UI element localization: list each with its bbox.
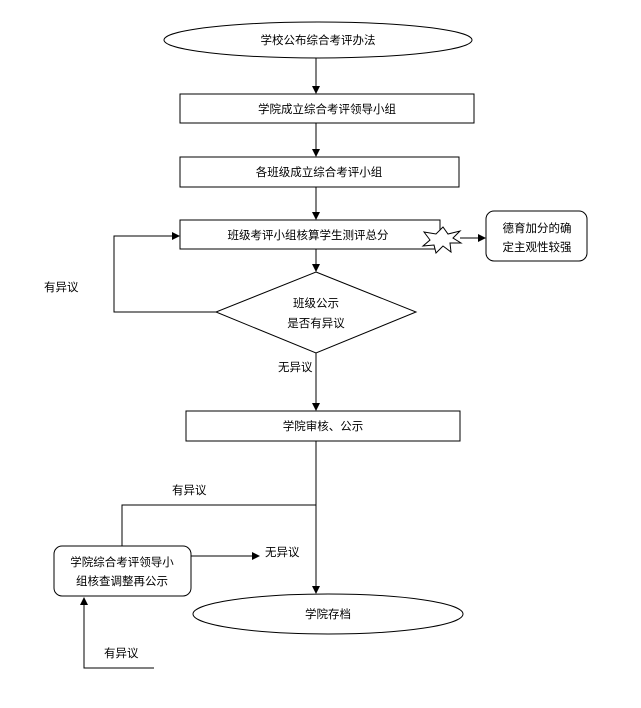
archive-label: 学院存档 [305, 607, 351, 621]
no-objection-right-label: 无异议 [265, 545, 300, 559]
no-objection-label: 无异议 [278, 360, 313, 374]
calculate-node: 班级考评小组核算学生测评总分 [179, 219, 441, 250]
college-group-node: 学院成立综合考评领导小组 [179, 93, 475, 124]
objection-bottom-label: 有异议 [104, 646, 139, 660]
college-review-label: 学院审核、公示 [283, 419, 364, 433]
moral-note-line2: 定主观性较强 [503, 240, 572, 254]
calculate-label: 班级考评小组核算学生测评总分 [228, 228, 389, 242]
college-review-node: 学院审核、公示 [185, 410, 461, 442]
objection-mid-label: 有异议 [172, 483, 207, 497]
moral-note-line1: 德育加分的确 [503, 221, 572, 235]
moral-note-node: 德育加分的确 定主观性较强 [485, 210, 588, 262]
line-objection-to-recheck [121, 504, 316, 546]
burst-connector [421, 226, 463, 254]
loop-objection-back-to-recheck [80, 597, 154, 669]
leader-recheck-node: 学院综合考评领导小 组核查调整再公示 [53, 545, 192, 597]
objection-left-label: 有异议 [44, 280, 79, 294]
class-group-label: 各班级成立综合考评小组 [256, 165, 383, 179]
class-publicity-line2: 是否有异议 [287, 316, 345, 330]
class-publicity-decision: 班级公示 是否有异议 [214, 271, 418, 354]
class-group-node: 各班级成立综合考评小组 [179, 156, 460, 188]
leader-recheck-line1: 学院综合考评领导小 [70, 555, 174, 569]
college-group-label: 学院成立综合考评领导小组 [258, 102, 396, 116]
start-node: 学校公布综合考评办法 [163, 21, 473, 59]
class-publicity-line1: 班级公示 [293, 296, 339, 310]
archive-node: 学院存档 [192, 593, 464, 635]
loop-objection-back-to-calculate [113, 232, 216, 313]
start-node-label: 学校公布综合考评办法 [261, 33, 376, 47]
leader-recheck-line2: 组核查调整再公示 [76, 574, 168, 588]
